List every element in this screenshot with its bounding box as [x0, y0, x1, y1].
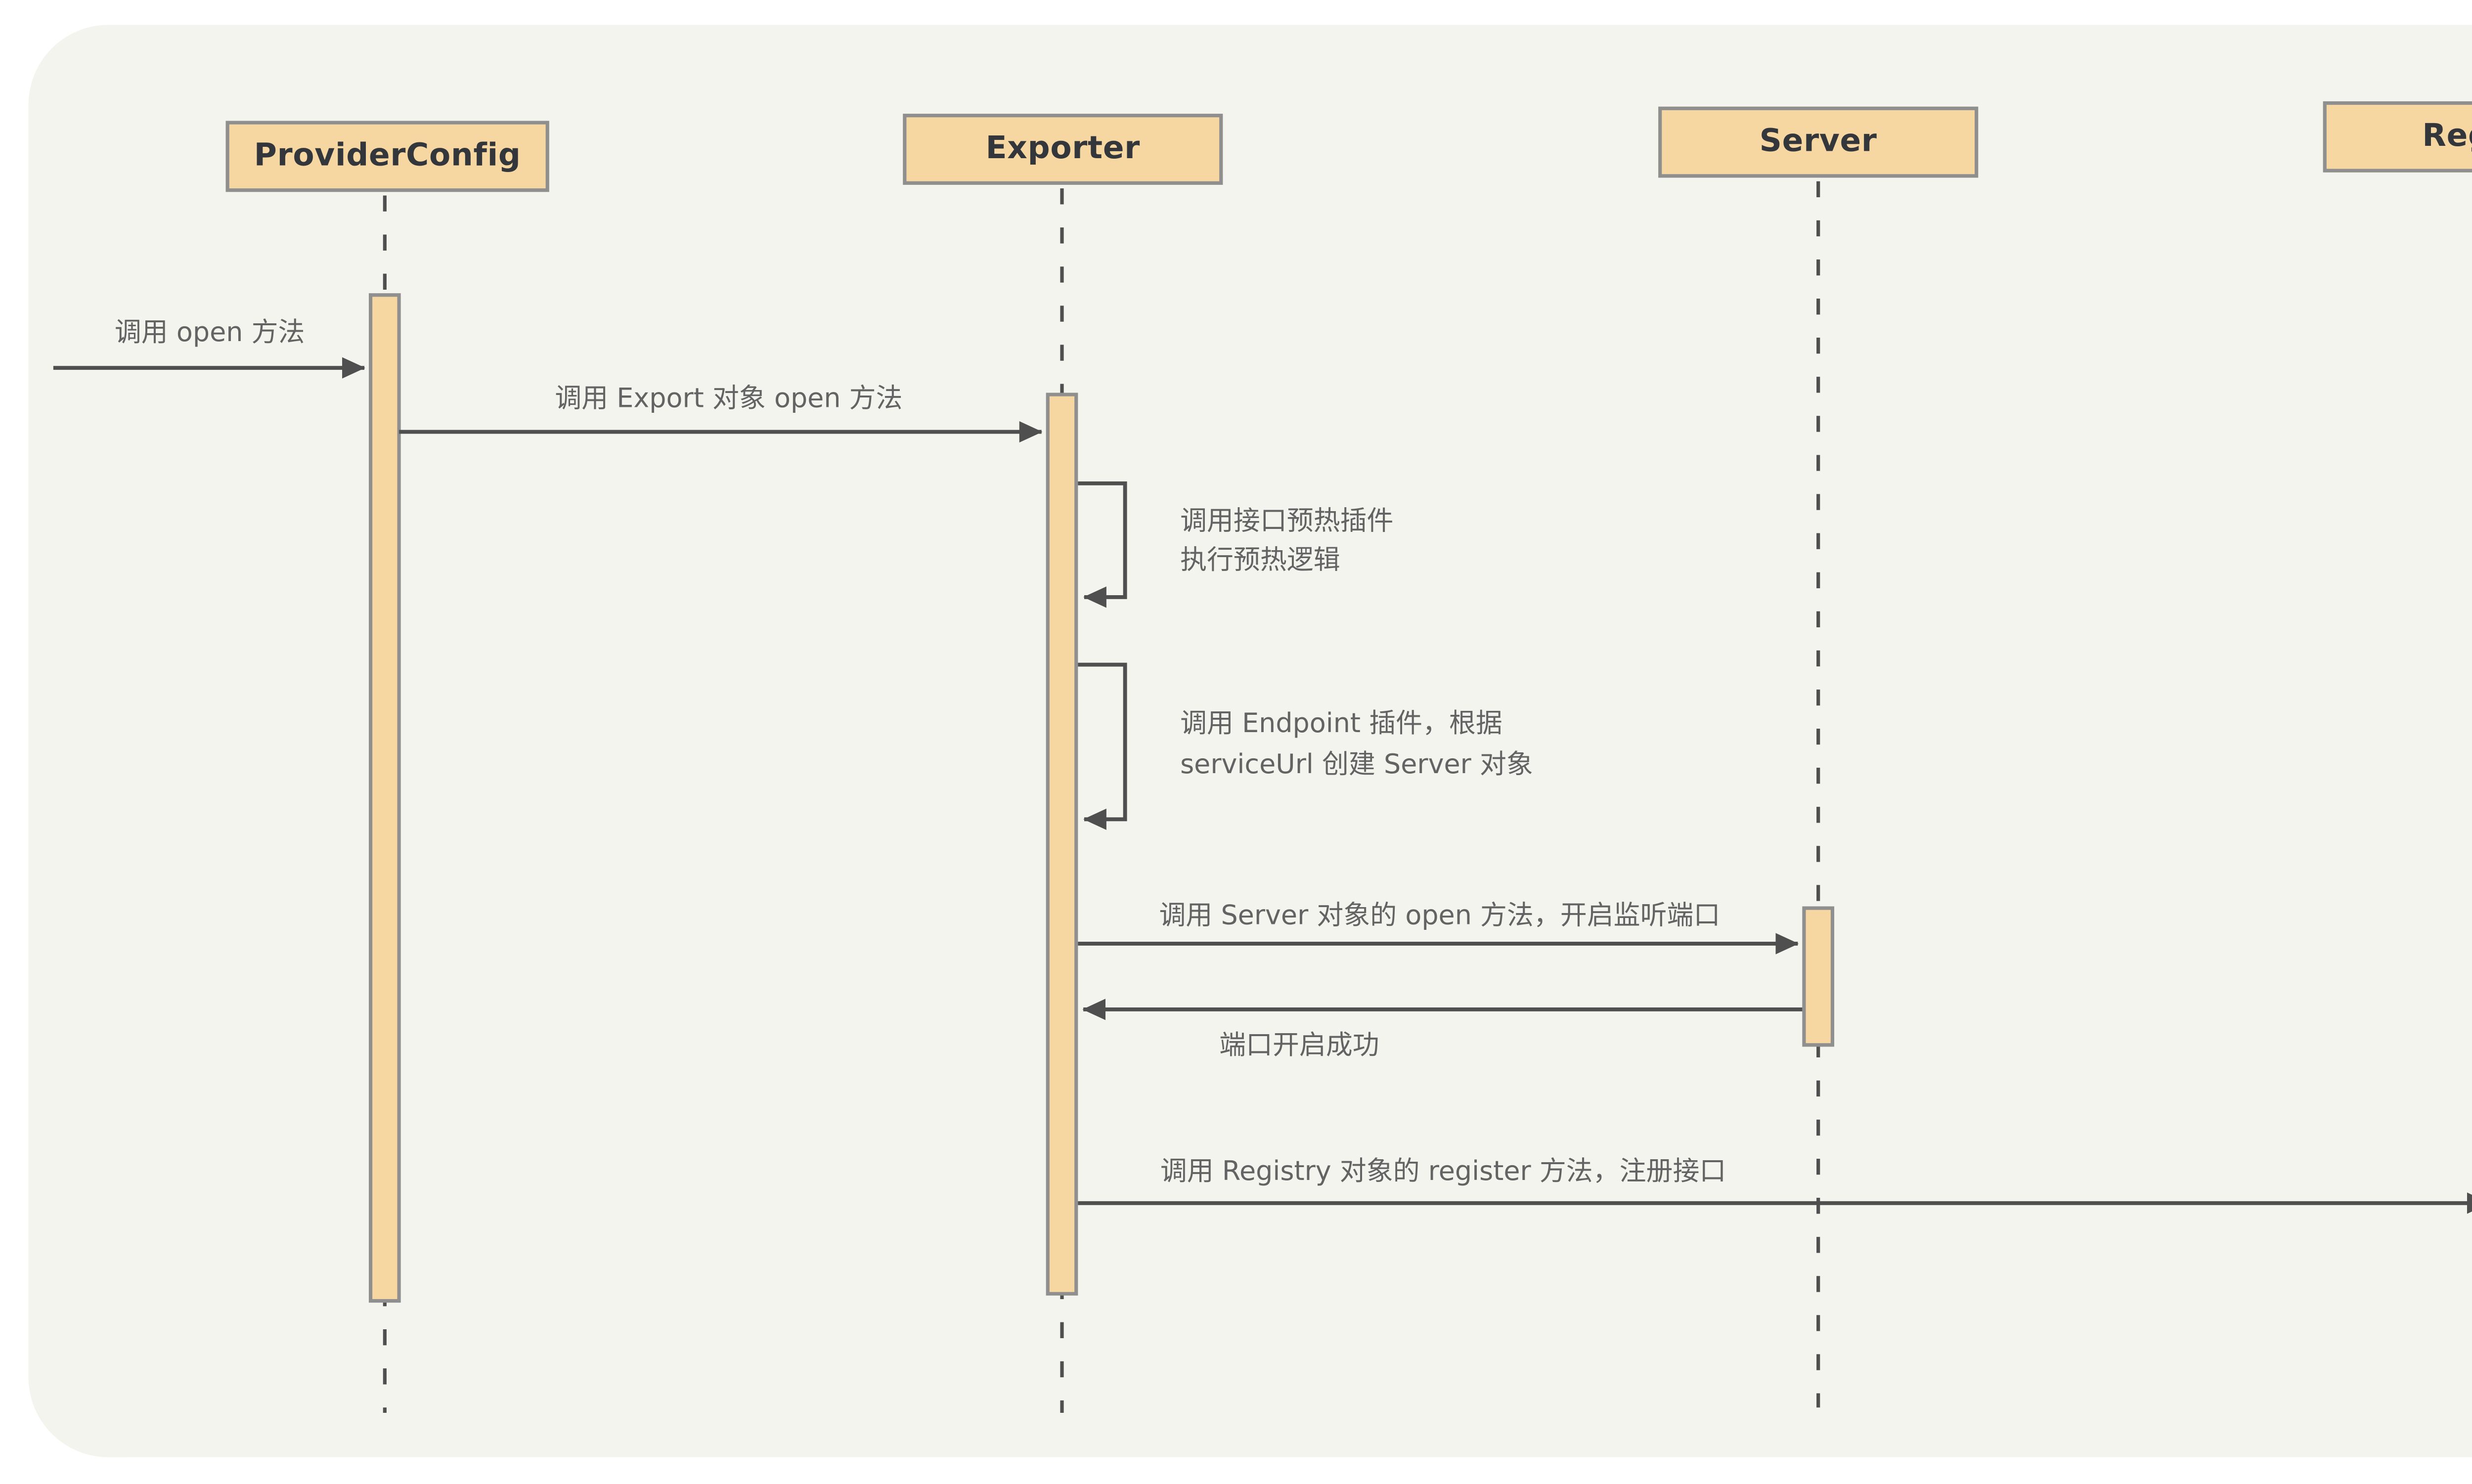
self-message-warmup-loop: [1078, 481, 1127, 608]
participant-providerconfig-label: ProviderConfig: [254, 138, 521, 175]
message-label-export-open: 调用 Export 对象 open 方法: [555, 382, 903, 414]
message-label-registry-register: 调用 Registry 对象的 register 方法，注册接口: [1160, 1155, 1726, 1187]
message-label-endpoint-line2: serviceUrl 创建 Server 对象: [1180, 748, 1533, 781]
message-label-warmup-line2: 执行预热逻辑: [1180, 544, 1340, 576]
activation-bar-exporter: [1046, 393, 1078, 1296]
participant-server-label: Server: [1759, 124, 1877, 160]
activation-bar-providerconfig: [368, 293, 401, 1303]
diagram-canvas: [28, 25, 2472, 1457]
self-message-endpoint-loop: [1078, 662, 1127, 830]
participant-exporter-label: Exporter: [985, 131, 1140, 167]
participant-registry-label: Registry: [2422, 119, 2472, 155]
participant-providerconfig: ProviderConfig: [225, 121, 549, 192]
participant-server: Server: [1658, 106, 1979, 178]
message-label-server-open: 调用 Server 对象的 open 方法，开启监听端口: [1159, 899, 1721, 931]
activation-bar-server: [1802, 906, 1835, 1047]
message-label-open: 调用 open 方法: [114, 316, 305, 349]
message-label-port-success: 端口开启成功: [1219, 1029, 1379, 1061]
message-label-endpoint-line1: 调用 Endpoint 插件，根据: [1180, 707, 1502, 740]
message-label-warmup-line1: 调用接口预热插件: [1180, 504, 1394, 537]
participant-registry: Registry: [2323, 101, 2472, 173]
participant-exporter: Exporter: [903, 114, 1223, 185]
